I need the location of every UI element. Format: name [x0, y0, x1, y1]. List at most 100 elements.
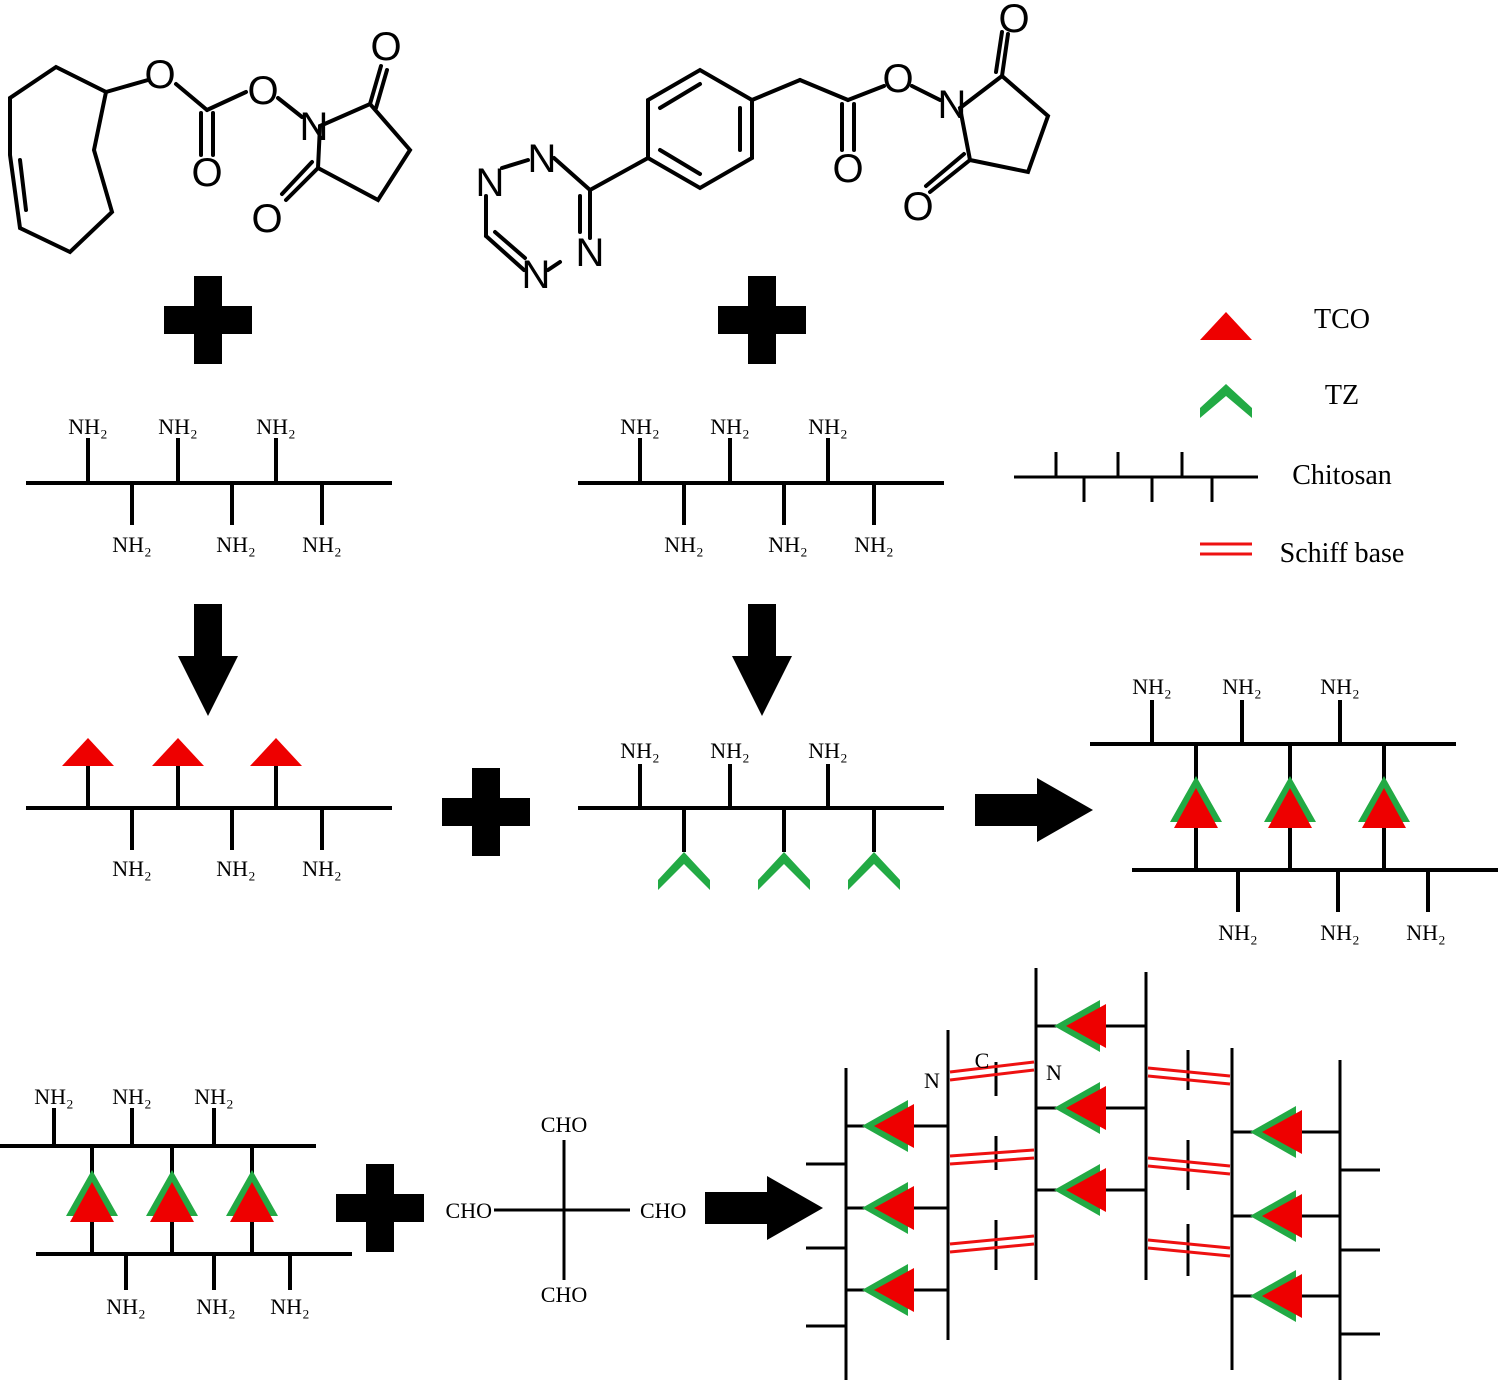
crosslinked-chitosan: NH₂ NH₂ NH₂ NH₂ NH₂ NH₂	[0, 1084, 352, 1319]
hydrogel-network: N C N	[806, 968, 1380, 1380]
oxygen-atom: O	[251, 197, 282, 241]
tco-tz-pair-icon	[1054, 1082, 1106, 1134]
amine-label: NH₂	[620, 738, 659, 763]
amine-label: NH₂	[1218, 920, 1257, 945]
tco-tz-pair-icon	[146, 1170, 198, 1222]
tz-nhs-molecule: N N N N O O N O O	[476, 0, 1051, 297]
nitrogen-atom: N	[476, 161, 505, 205]
amine-label: NH₂	[112, 856, 151, 881]
nitrogen-atom: N	[300, 105, 329, 149]
amine-label: NH₂	[216, 532, 255, 557]
amine-label: NH₂	[194, 1084, 233, 1109]
plus-icon	[442, 768, 530, 856]
tco-tz-pair-icon	[862, 1182, 914, 1234]
legend-schiff-base-label: Schiff base	[1280, 538, 1405, 569]
chitosan-chain: NH₂ NH₂ NH₂ NH₂ NH₂ NH₂	[578, 414, 944, 557]
amine-label: NH₂	[112, 532, 151, 557]
amine-label: NH₂	[710, 414, 749, 439]
tco-tz-pair-icon	[1054, 1000, 1106, 1052]
tco-tz-pair-icon	[1250, 1106, 1302, 1158]
tco-tz-pair-icon	[862, 1100, 914, 1152]
arrow-down-icon	[732, 604, 792, 716]
tco-tz-pair-icon	[66, 1170, 118, 1222]
tz-chitosan: NH₂ NH₂ NH₂	[578, 738, 944, 890]
tco-tz-pair-icon	[1358, 776, 1410, 828]
arrow-down-icon	[178, 604, 238, 716]
amine-label: NH₂	[302, 856, 341, 881]
amine-label: NH₂	[808, 738, 847, 763]
amine-label: NH₂	[106, 1294, 145, 1319]
amine-label: NH₂	[112, 1084, 151, 1109]
arrow-right-icon	[975, 778, 1093, 842]
amine-label: NH₂	[196, 1294, 235, 1319]
tco-tz-pair-icon	[1250, 1190, 1302, 1242]
oxygen-atom: O	[370, 25, 401, 69]
plus-icon	[336, 1164, 424, 1252]
network-nitrogen-label: N	[924, 1068, 940, 1093]
amine-label: NH₂	[1222, 674, 1261, 699]
tco-marker	[152, 738, 204, 766]
aldehyde-label: CHO	[640, 1198, 686, 1223]
oxygen-atom: O	[191, 151, 222, 195]
crosslinked-chitosan: NH₂ NH₂ NH₂ NH₂ NH₂ NH₂	[1090, 674, 1498, 945]
plus-icon	[718, 276, 806, 364]
amine-label: NH₂	[68, 414, 107, 439]
amine-label: NH₂	[664, 532, 703, 557]
tco-tz-pair-icon	[226, 1170, 278, 1222]
amine-label: NH₂	[216, 856, 255, 881]
amine-label: NH₂	[854, 532, 893, 557]
nitrogen-atom: N	[576, 231, 605, 275]
arrow-right-icon	[705, 1176, 823, 1240]
tco-legend-icon	[1200, 312, 1252, 340]
legend: TCO TZ Chitosan Schiff base	[1014, 304, 1404, 569]
oxygen-atom: O	[998, 0, 1029, 41]
chitosan-chain: NH₂ NH₂ NH₂ NH₂ NH₂ NH₂	[26, 414, 392, 557]
legend-tco-label: TCO	[1314, 304, 1370, 335]
amine-label: NH₂	[808, 414, 847, 439]
tz-marker	[848, 852, 900, 890]
oxygen-atom: O	[832, 147, 863, 191]
aldehyde-label: CHO	[541, 1112, 587, 1137]
tco-marker	[62, 738, 114, 766]
tco-tz-pair-icon	[1250, 1270, 1302, 1322]
tetra-aldehyde-crosslinker: CHO CHO CHO CHO	[446, 1112, 687, 1307]
amine-label: NH₂	[34, 1084, 73, 1109]
oxygen-atom: O	[247, 69, 278, 113]
oxygen-atom: O	[144, 53, 175, 97]
tco-tz-pair-icon	[1170, 776, 1222, 828]
network-carbon-label: C	[975, 1048, 990, 1073]
legend-tz-label: TZ	[1325, 380, 1359, 411]
aldehyde-label: CHO	[446, 1198, 492, 1223]
amine-label: NH₂	[1320, 674, 1359, 699]
amine-label: NH₂	[620, 414, 659, 439]
amine-label: NH₂	[302, 532, 341, 557]
schiff-base-legend-icon	[1200, 542, 1252, 556]
amine-label: NH₂	[256, 414, 295, 439]
amine-label: NH₂	[1132, 674, 1171, 699]
tz-marker	[658, 852, 710, 890]
nitrogen-atom: N	[528, 137, 557, 181]
nitrogen-atom: N	[522, 253, 551, 297]
tz-legend-icon	[1200, 384, 1252, 418]
network-nitrogen-label: N	[1046, 1060, 1062, 1085]
tco-marker	[250, 738, 302, 766]
amine-label: NH₂	[1406, 920, 1445, 945]
legend-chitosan-label: Chitosan	[1292, 460, 1392, 491]
amine-label: NH₂	[768, 532, 807, 557]
amine-label: NH₂	[1320, 920, 1359, 945]
tco-tz-pair-icon	[1264, 776, 1316, 828]
nitrogen-atom: N	[938, 83, 967, 127]
aldehyde-label: CHO	[541, 1282, 587, 1307]
tco-nhs-molecule: O O O N O O	[8, 25, 413, 255]
tco-tz-pair-icon	[862, 1264, 914, 1316]
amine-label: NH₂	[158, 414, 197, 439]
tz-marker	[758, 852, 810, 890]
tco-tz-pair-icon	[1054, 1164, 1106, 1216]
amine-label: NH₂	[270, 1294, 309, 1319]
oxygen-atom: O	[882, 57, 913, 101]
plus-icon	[164, 276, 252, 364]
chitosan-legend-icon	[1014, 452, 1258, 502]
amine-label: NH₂	[710, 738, 749, 763]
tco-chitosan: NH₂ NH₂ NH₂	[26, 738, 392, 881]
